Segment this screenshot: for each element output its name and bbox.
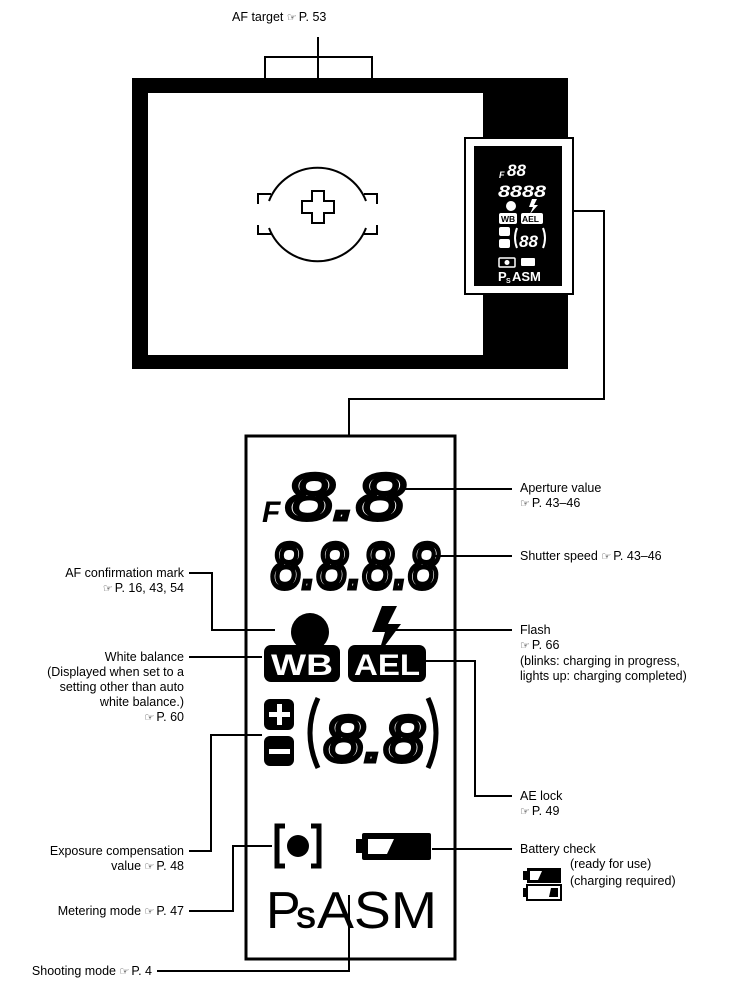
af-confirm-label: AF confirmation mark ☞P. 16, 43, 54	[65, 566, 184, 597]
svg-text:WB: WB	[501, 214, 515, 224]
af-cross	[301, 190, 335, 224]
flash-page: P. 66	[531, 638, 560, 652]
ae-lock-label: AE lock ☞P. 49	[520, 789, 562, 820]
battery-legend-low-icon	[523, 884, 562, 901]
flash-note-1: (blinks: charging in progress,	[520, 654, 680, 668]
shooting-page: P. 4	[131, 964, 152, 978]
white-balance-line-2: (Displayed when set to a	[47, 665, 184, 679]
ae-lock-page: P. 49	[531, 804, 560, 818]
flash-icon	[372, 606, 401, 655]
magnify-connector	[348, 210, 605, 437]
metering-label: Metering mode ☞P. 47	[58, 904, 184, 920]
af-target-label: AF target ☞P. 53	[232, 10, 326, 26]
ael-text: AEL	[354, 649, 420, 682]
wb-text: WB	[271, 649, 333, 682]
page-ref-icon: ☞	[286, 12, 297, 24]
page-ref-icon: ☞	[520, 806, 530, 818]
svg-text:AEL: AEL	[522, 214, 539, 224]
aperture-digits: 8.8	[286, 461, 405, 533]
page-ref-icon: ☞	[520, 498, 530, 510]
white-balance-label: White balance (Displayed when set to a s…	[47, 650, 184, 726]
white-balance-title: White balance	[104, 650, 184, 664]
af-area	[257, 166, 378, 263]
aperture-page: P. 43–46	[531, 496, 581, 510]
svg-text:88: 88	[519, 232, 538, 251]
page-ref-icon: ☞	[601, 551, 611, 563]
exposure-title: Exposure compensation	[49, 844, 184, 858]
exposure-digits: 8.8	[324, 703, 424, 775]
shutter-label: Shutter speed ☞P. 43–46	[520, 549, 662, 565]
af-confirmation-dot	[291, 613, 329, 651]
battery-charging: (charging required)	[570, 874, 676, 888]
enlarged-display-box	[244, 434, 457, 961]
mode-asm: ASM	[317, 882, 437, 940]
shooting-title: Shooting mode	[31, 964, 117, 978]
battery-ready: (ready for use)	[570, 857, 652, 871]
page-ref-icon: ☞	[144, 906, 155, 918]
page-ref-icon: ☞	[144, 861, 155, 873]
page-ref-icon: ☞	[520, 640, 530, 652]
white-balance-page: P. 60	[156, 710, 184, 724]
aperture-label: Aperture value ☞P. 43–46	[520, 481, 601, 512]
battery-legend-full-icon	[523, 868, 561, 883]
exposure-label: Exposure compensation value ☞P. 48	[50, 844, 184, 875]
f-letter: F	[262, 496, 281, 529]
metering-title: Metering mode	[57, 904, 142, 918]
page-ref-icon: ☞	[144, 712, 155, 724]
svg-text:88: 88	[507, 161, 526, 180]
flash-note-2: lights up: charging completed)	[520, 669, 687, 683]
exp-bracket-right	[425, 696, 439, 770]
af-target-page: P. 53	[298, 10, 327, 24]
metering-icon	[274, 823, 322, 869]
white-balance-line-3: setting other than auto	[59, 680, 184, 694]
mode-s: S	[296, 902, 316, 935]
exposure-page: P. 48	[156, 859, 184, 873]
wb-badge	[264, 645, 340, 682]
af-target-title: AF target	[232, 10, 284, 24]
ael-badge	[348, 645, 426, 682]
battery-title: Battery check	[520, 842, 596, 856]
shooting-label: Shooting mode ☞P. 4	[32, 964, 152, 980]
shutter-digits: 8.8.8.8	[271, 530, 439, 602]
page-ref-icon: ☞	[119, 966, 130, 978]
leader-lines	[157, 488, 512, 972]
mini-display-content: F 88 8888 WB AEL 88 P S ASM	[498, 161, 547, 285]
shutter-page: P. 43–46	[613, 549, 662, 563]
flash-label: Flash ☞P. 66 (blinks: charging in progre…	[520, 623, 687, 684]
af-confirm-title: AF confirmation mark	[65, 566, 184, 580]
exp-bracket-left	[307, 696, 321, 770]
enlarged-display-content: F 8.8 8.8.8.8 WB AEL 8.8 P S ASM	[262, 459, 442, 941]
white-balance-line-4: white balance.)	[99, 695, 184, 709]
aperture-title: Aperture value	[520, 481, 602, 495]
af-confirm-page: P. 16, 43, 54	[114, 581, 184, 595]
svg-text:S: S	[506, 278, 511, 285]
ae-lock-title: AE lock	[520, 789, 563, 803]
svg-text:P: P	[498, 269, 507, 284]
battery-label: Battery check (ready for use) (charging …	[520, 842, 676, 889]
svg-text:8888: 8888	[498, 182, 547, 201]
flash-title: Flash	[520, 623, 551, 637]
svg-text:ASM: ASM	[512, 269, 541, 284]
metering-page: P. 47	[156, 904, 184, 918]
mode-p: P	[266, 882, 301, 940]
page-ref-icon: ☞	[102, 583, 113, 595]
battery-icon	[356, 833, 431, 860]
mini-display	[474, 146, 562, 286]
svg-text:F: F	[499, 170, 505, 180]
shutter-title: Shutter speed	[520, 549, 598, 563]
exposure-line-2: value	[111, 859, 142, 873]
